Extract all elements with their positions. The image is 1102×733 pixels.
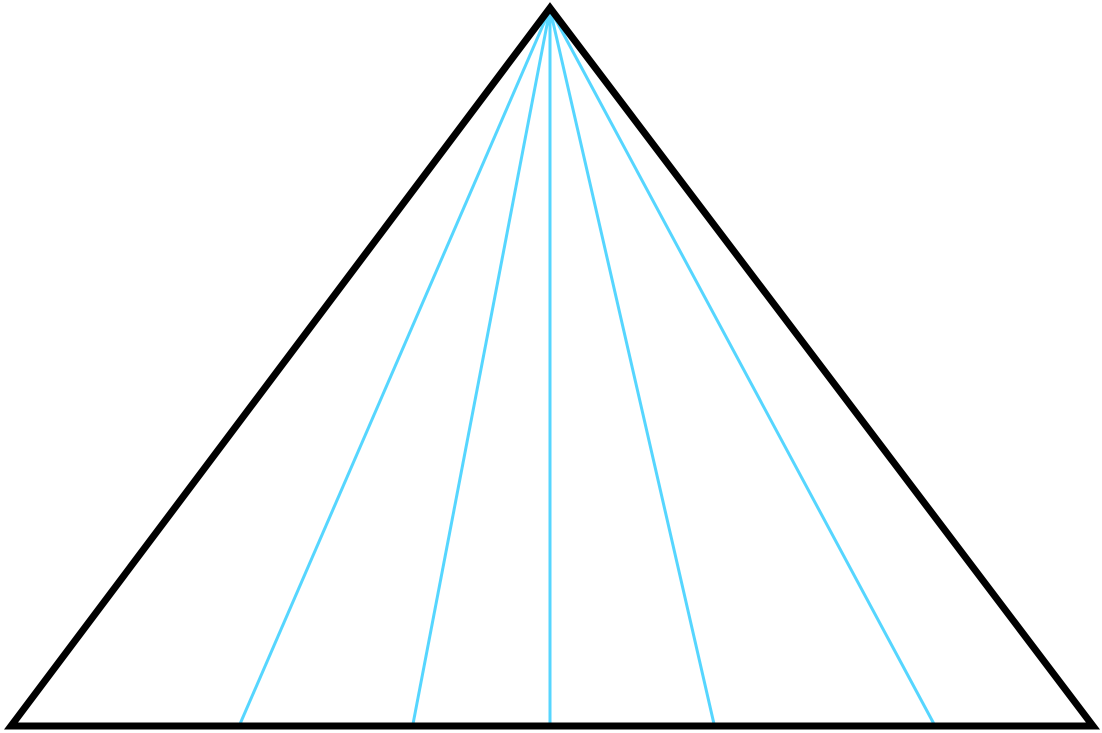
ray-5	[548, 8, 936, 725]
triangle-outline	[3, 2, 1101, 730]
ray-1	[238, 8, 552, 725]
ray-2	[411, 8, 552, 725]
ray-4	[548, 8, 716, 725]
rays-group	[238, 8, 936, 725]
